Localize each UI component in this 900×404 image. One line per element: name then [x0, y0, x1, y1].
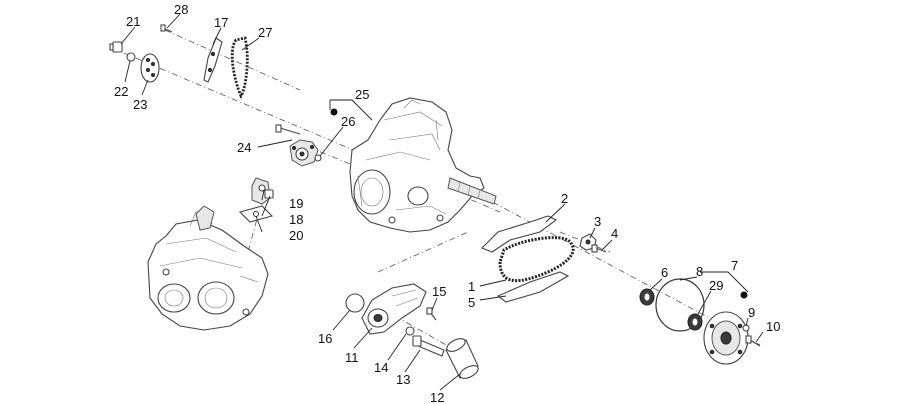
washer-22 [126, 52, 136, 62]
kit-bracket-7 [700, 271, 749, 299]
callout-25: 25 [355, 87, 369, 102]
screw-28 [160, 24, 173, 33]
chain-guide-2 [481, 215, 558, 253]
seal-29 [687, 313, 703, 331]
kit-bracket-25 [329, 99, 373, 121]
callout-26: 26 [341, 114, 355, 129]
callout-27: 27 [258, 25, 272, 40]
o-ring-26 [314, 154, 322, 162]
callout-14: 14 [374, 360, 388, 375]
callout-7: 7 [731, 258, 738, 273]
cover-7 [703, 311, 749, 365]
screw-15 [426, 307, 437, 321]
callout-16: 16 [318, 331, 332, 346]
cylinder-head-block [147, 205, 269, 331]
chain-guide-17 [203, 37, 223, 83]
kit-marker-7 [740, 291, 748, 299]
o-ring-16 [345, 293, 365, 313]
plug-18 [264, 189, 274, 199]
bolt-4 [591, 244, 607, 253]
bolt-24 [275, 124, 301, 135]
o-ring-8 [655, 278, 705, 332]
callout-29: 29 [709, 278, 723, 293]
bolt-21 [109, 41, 123, 53]
callout-18: 18 [289, 212, 303, 227]
callout-9: 9 [748, 305, 755, 320]
callout-4: 4 [611, 226, 618, 241]
callout-28: 28 [174, 2, 188, 17]
pump-gear-23 [140, 53, 160, 83]
callout-23: 23 [133, 97, 147, 112]
gasket-20 [238, 205, 274, 223]
callout-1: 1 [468, 279, 475, 294]
callout-6: 6 [661, 265, 668, 280]
oil-pump-25 [289, 139, 319, 167]
oil-filter-12 [445, 338, 479, 379]
callout-8: 8 [696, 264, 703, 279]
callout-12: 12 [430, 390, 444, 404]
callout-22: 22 [114, 84, 128, 99]
chain-guide-5 [496, 271, 570, 303]
callout-3: 3 [594, 214, 601, 229]
callout-13: 13 [396, 372, 410, 387]
washer-14 [405, 326, 415, 336]
seal-6 [639, 288, 655, 306]
callout-5: 5 [468, 295, 475, 310]
callout-2: 2 [561, 191, 568, 206]
leader-lines [120, 13, 764, 391]
chain-1 [498, 236, 575, 283]
callout-15: 15 [432, 284, 446, 299]
bolt-10 [745, 335, 761, 347]
callout-10: 10 [766, 319, 780, 334]
chain-27 [230, 36, 249, 99]
callout-labels: 21 28 17 27 22 23 25 26 24 19 18 20 2 3 … [114, 2, 780, 404]
callout-17: 17 [214, 15, 228, 30]
callout-21: 21 [126, 14, 140, 29]
callout-11: 11 [345, 350, 359, 365]
crankcase-assembly [349, 97, 497, 233]
filter-cover-11 [361, 283, 427, 335]
callout-19: 19 [289, 196, 303, 211]
pin-13 [412, 335, 445, 357]
callout-24: 24 [237, 140, 251, 155]
kit-marker-25 [330, 108, 338, 116]
callout-20: 20 [289, 228, 303, 243]
